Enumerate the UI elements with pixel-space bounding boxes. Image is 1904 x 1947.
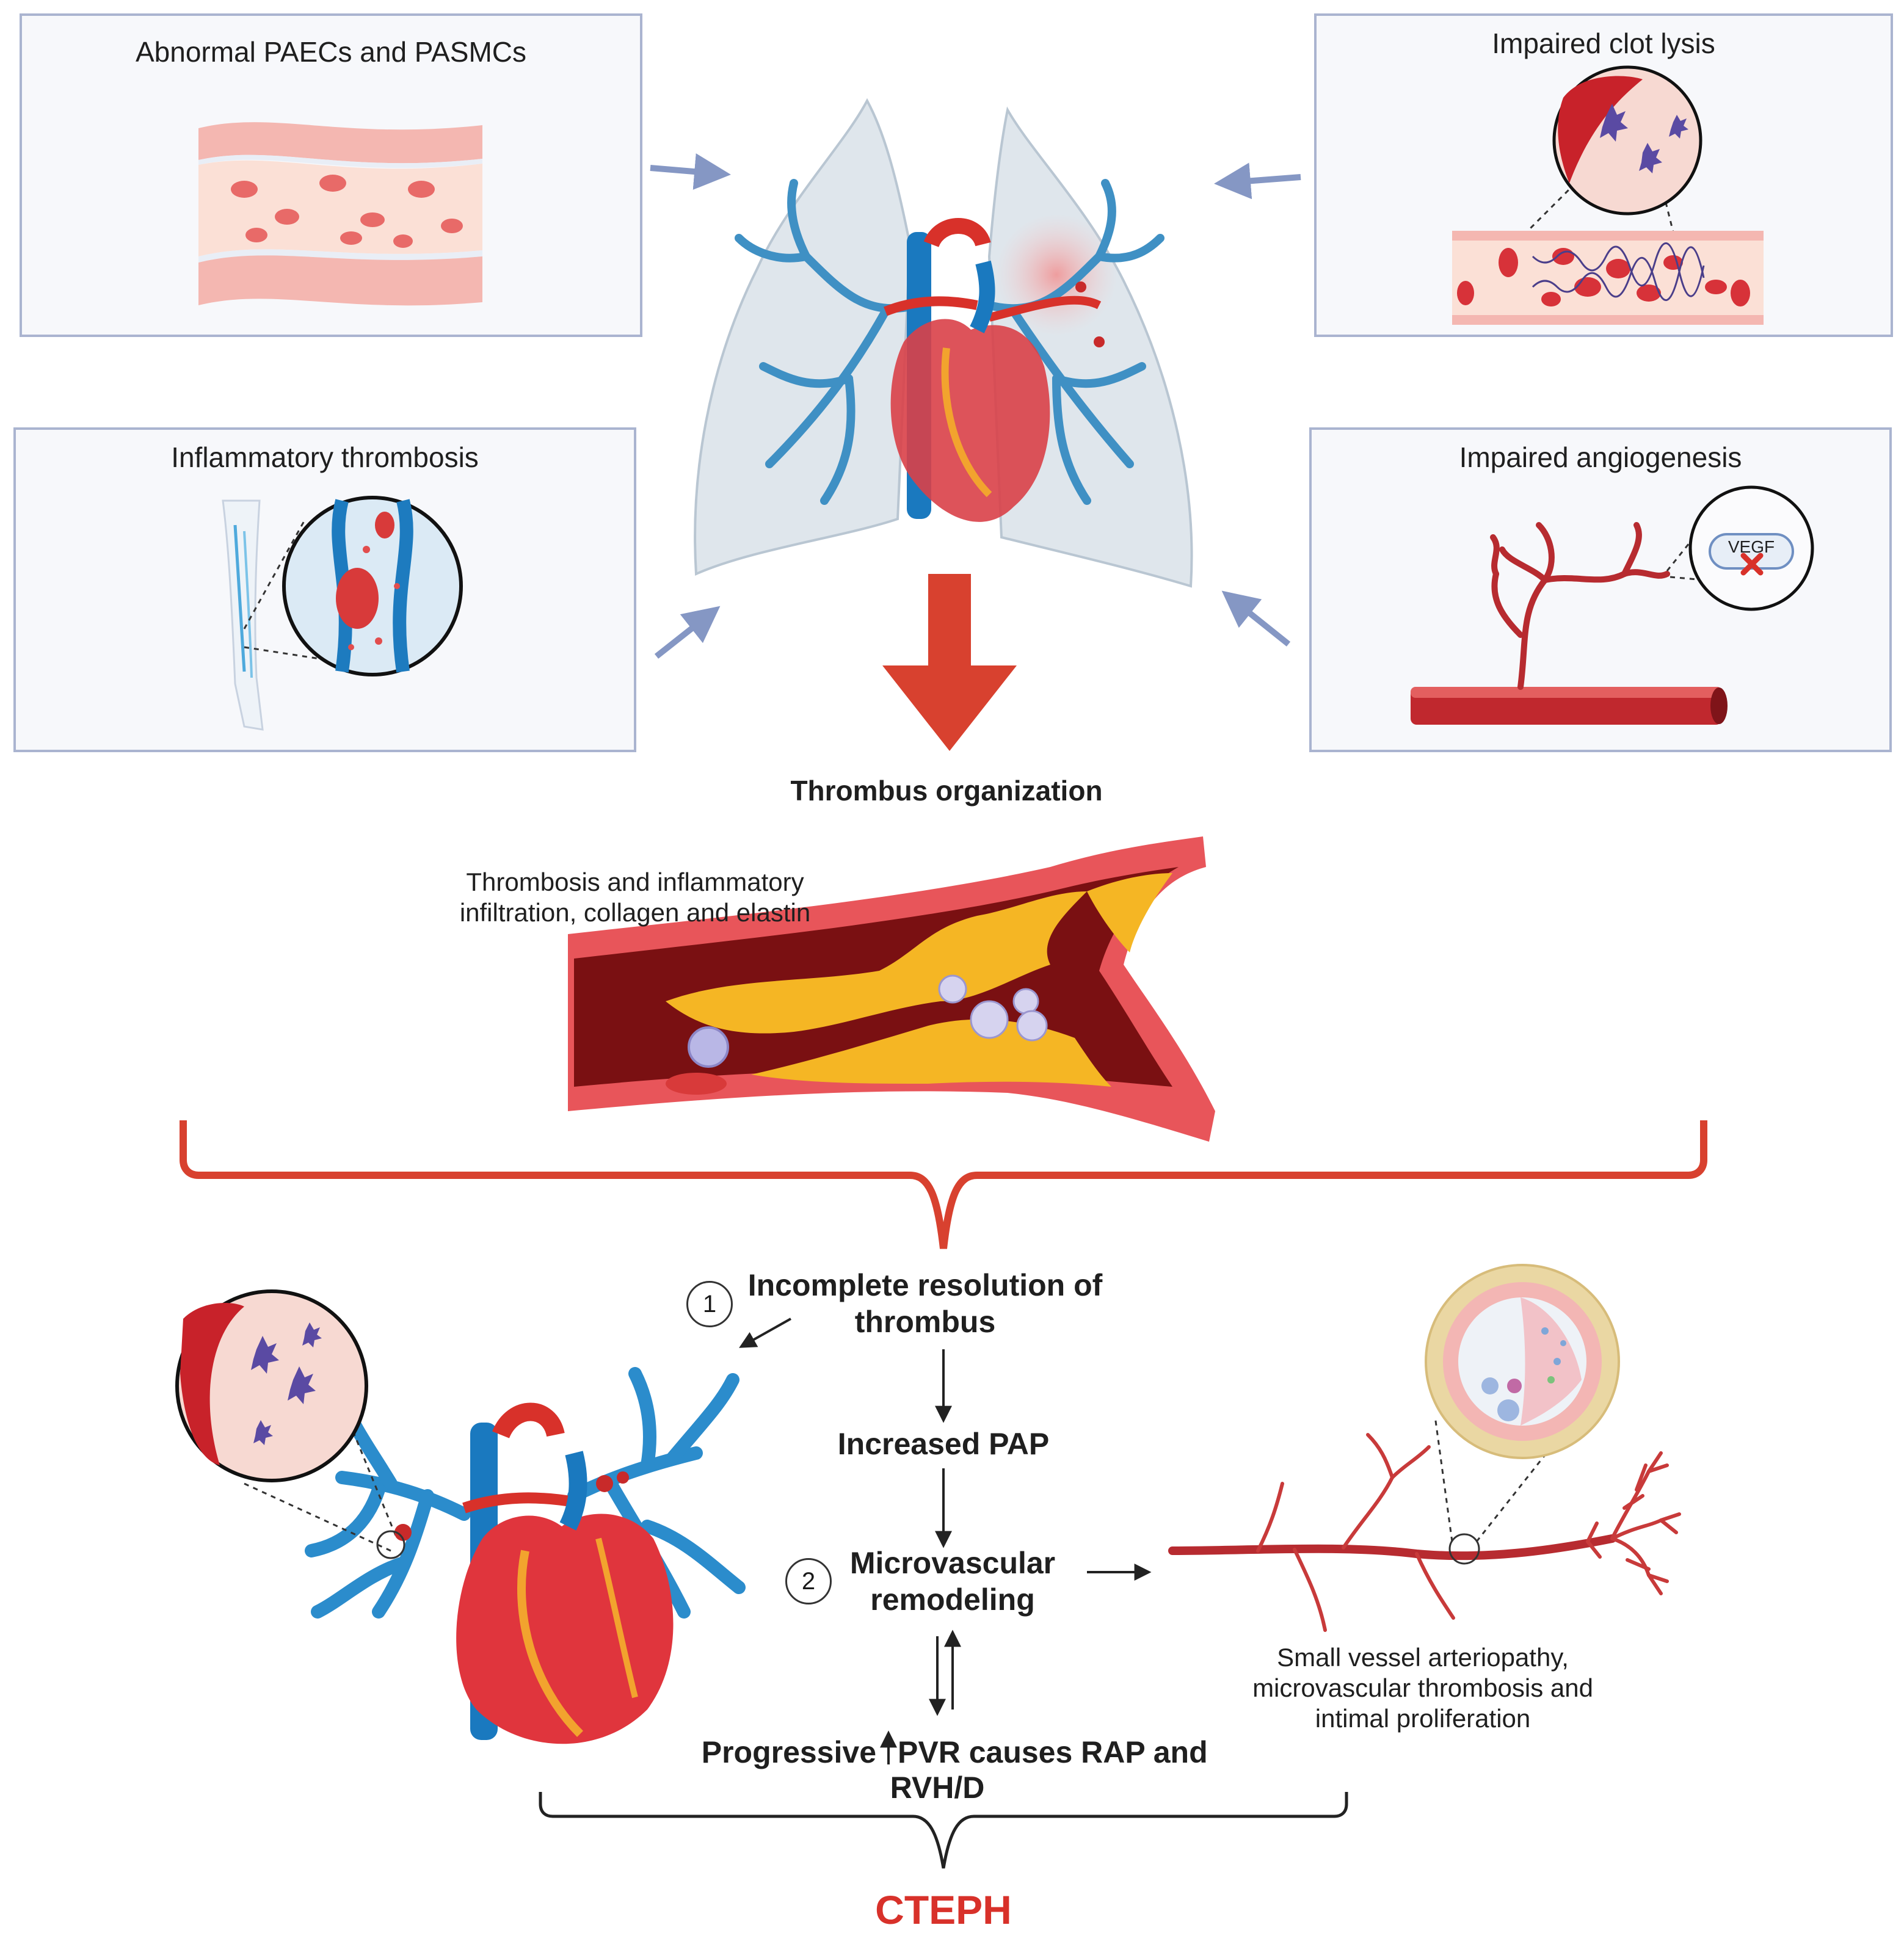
cteph-result: CTEPH bbox=[875, 1887, 1012, 1932]
step1-line1: Incomplete resolution of bbox=[747, 1268, 1103, 1302]
right-caption-line1: Small vessel arteriopathy, bbox=[1277, 1643, 1569, 1672]
panel-title-impaired-clot-lysis: Impaired clot lysis bbox=[1492, 27, 1715, 59]
increased-pap-label: Increased PAP bbox=[837, 1427, 1050, 1461]
step2-line2: remodeling bbox=[870, 1583, 1035, 1617]
organized-thrombus-vessel bbox=[568, 836, 1215, 1142]
panel-title-abnormal-paecs: Abnormal PAECs and PASMCs bbox=[136, 36, 526, 68]
angiogenesis-illustration bbox=[1411, 485, 1814, 725]
leg-thrombosis-illustration bbox=[222, 496, 463, 731]
progressive-pvr-text: PVR causes RAP and bbox=[898, 1735, 1208, 1769]
clot-lysis-illustration bbox=[1452, 65, 1764, 325]
progressive-line2: RVH/D bbox=[890, 1771, 985, 1805]
endothelial-vessel-illustration bbox=[198, 122, 482, 306]
arrow-top-right bbox=[1214, 162, 1301, 200]
progressive-word: Progressive bbox=[701, 1735, 876, 1769]
heart-pulmonary-arteries bbox=[175, 1289, 746, 1744]
vessel-caption-line2: infiltration, collagen and elastin bbox=[459, 898, 811, 927]
step-2-badge: 2 bbox=[785, 1558, 832, 1604]
panel-title-inflammatory-thrombosis: Inflammatory thrombosis bbox=[171, 441, 479, 473]
panel-title-impaired-angiogenesis: Impaired angiogenesis bbox=[1459, 441, 1742, 473]
red-brace bbox=[180, 1120, 1707, 1249]
vessel-caption-line1: Thrombosis and inflammatory bbox=[466, 868, 804, 896]
step-1-badge: 1 bbox=[686, 1281, 733, 1327]
step1-line2: thrombus bbox=[854, 1305, 996, 1339]
vegf-label: VEGF bbox=[1728, 537, 1775, 556]
arrow-mid-left bbox=[654, 606, 721, 659]
lungs-heart-illustration bbox=[694, 98, 1193, 588]
right-caption-line2: microvascular thrombosis and bbox=[1252, 1673, 1593, 1702]
step2-line1: Microvascular bbox=[849, 1546, 1056, 1580]
arrow-to-heart bbox=[739, 1318, 791, 1348]
arrow-mid-right bbox=[1221, 590, 1291, 647]
thrombus-organization-label: Thrombus organization bbox=[790, 775, 1103, 807]
right-caption-line3: intimal proliferation bbox=[1315, 1704, 1531, 1733]
black-brace bbox=[539, 1792, 1348, 1869]
big-red-arrow bbox=[882, 574, 1017, 751]
small-vessel-illustration bbox=[1168, 1264, 1681, 1632]
arrow-top-left bbox=[650, 153, 731, 190]
